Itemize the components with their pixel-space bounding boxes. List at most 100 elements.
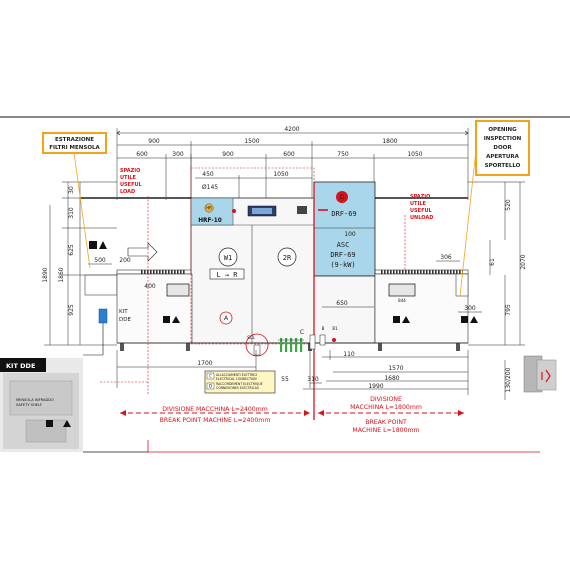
inner-dim-lines xyxy=(88,260,482,313)
legend-raccordement: RACCORDEMENT ELECTRIQUE xyxy=(216,382,263,386)
two-r-circle xyxy=(277,247,297,267)
dim-600-a: 600 xyxy=(136,151,148,158)
opening-leader xyxy=(459,149,477,297)
display-right xyxy=(388,283,416,297)
dim-200: 200 xyxy=(119,257,131,264)
dim-300-right: 300 xyxy=(464,305,476,312)
legend-c: C xyxy=(209,374,212,379)
dim-55: 55 xyxy=(281,376,289,383)
legend-electrical: ELECTRICAL CONNECTION xyxy=(216,377,257,381)
drain-connections xyxy=(309,334,336,350)
dim-1890: 1890 xyxy=(42,267,49,282)
dim-61: 61 xyxy=(489,258,496,266)
drf-power-label: (9-kW) xyxy=(330,261,355,269)
dim-1680: 1680 xyxy=(384,375,399,382)
dim-110: 110 xyxy=(343,351,355,358)
useful-unload-line3: USEFUL xyxy=(410,208,433,214)
division-right-it-1: DIVISIONE xyxy=(370,396,402,403)
division-right-en-1: BREAK POINT xyxy=(365,419,407,426)
dim-30: 30 xyxy=(68,186,75,194)
kit-dde-label-2: DDE xyxy=(119,317,131,323)
opening-line1: OPENING xyxy=(488,127,517,133)
dim-795: 795 xyxy=(505,304,512,316)
w1-label: W1 xyxy=(224,254,232,262)
scl-circle xyxy=(245,333,269,357)
kit-dde-photo-panel xyxy=(0,358,83,452)
scl-label: SCL xyxy=(247,335,255,340)
dim-1800-top: 1800 xyxy=(382,138,397,145)
dim-300-a: 300 xyxy=(172,151,184,158)
safety-icons-mid xyxy=(163,316,410,323)
estrazione-line1: ESTRAZIONE xyxy=(55,137,94,143)
kit-dde-shelf-it: MENSOLA INFRADDO xyxy=(16,398,54,402)
connections-legend-box xyxy=(204,370,276,394)
dim-310-bottom: 310 xyxy=(307,376,319,383)
kit-dde-label: KIT xyxy=(119,309,128,315)
dim-625: 625 xyxy=(68,244,75,256)
direction-label: L → R xyxy=(216,271,238,279)
display-left xyxy=(166,283,190,297)
w1-circle xyxy=(218,247,238,267)
useful-unload-line1: SPAZIO xyxy=(410,194,430,200)
top-dimension-lines xyxy=(117,128,468,200)
division-right-en-2: MACHINE L=1800mm xyxy=(352,427,419,434)
kit-dde-shelf-en: SAFETY SHELF xyxy=(16,403,42,407)
foot-detail-photo xyxy=(523,355,557,393)
overall-width-dim: 4200 xyxy=(284,126,299,133)
right-dimension-lines xyxy=(468,181,525,400)
dim-100: 100 xyxy=(344,231,356,238)
drf-lower-label: DRF-69 xyxy=(330,251,355,259)
useful-load-line1: SPAZIO xyxy=(120,168,140,174)
dim-1990: 1990 xyxy=(368,383,383,390)
dim-310: 310 xyxy=(68,207,75,219)
dim-520: 520 xyxy=(505,199,512,211)
division-right-it-2: MACCHINA L=1800mm xyxy=(350,404,422,411)
useful-unload-line4: UNLOAD xyxy=(410,215,433,221)
dim-1570: 1570 xyxy=(388,365,403,372)
safety-icons-left xyxy=(89,241,107,249)
dim-diameter: Ø145 xyxy=(202,184,218,191)
estrazione-line2: FILTRI MENSOLA xyxy=(49,145,100,151)
badge-d-text: D xyxy=(340,194,345,201)
dim-600-b: 600 xyxy=(283,151,295,158)
electrical-connection-points xyxy=(278,338,304,352)
opening-line2: INSPECTION xyxy=(484,136,522,142)
opening-callout-box xyxy=(475,120,530,176)
safety-icons-right xyxy=(461,316,478,323)
bottom-red-frame xyxy=(147,440,540,453)
useful-load-line3: USEFUL xyxy=(120,182,143,188)
marker-a: A xyxy=(224,315,229,322)
legend-d: D xyxy=(209,384,212,389)
useful-load-line4: LOAD xyxy=(120,189,135,195)
dim-450: 450 xyxy=(202,171,214,178)
marker-b: B xyxy=(322,326,325,331)
useful-load-line2: UTILE xyxy=(120,175,137,181)
marker-a-circle xyxy=(219,311,233,325)
dim-900-top: 900 xyxy=(148,138,160,145)
division-left-en: BREAK POINT MACHINE L=2400mm xyxy=(160,417,271,424)
dim-1050-mid: 1050 xyxy=(273,171,288,178)
estrazione-callout-box xyxy=(42,132,107,154)
drf-upper-label: DRF-69 xyxy=(331,210,356,218)
dim-1860: 1860 xyxy=(58,267,65,282)
load-arrow-icon xyxy=(127,242,158,262)
connection-valve-icon xyxy=(253,344,261,356)
bottom-dimension-lines xyxy=(116,350,469,395)
display-right-value: 844 xyxy=(398,298,406,303)
division-left-it: DIVISIONE MACCHINA L=2400mm xyxy=(162,406,268,413)
direction-box xyxy=(209,268,245,280)
dim-306: 306 xyxy=(440,254,452,261)
hr-badge-text: HR xyxy=(206,206,212,211)
dim-1050-top: 1050 xyxy=(407,151,422,158)
asc-label: ASC xyxy=(337,241,350,249)
marker-b1: B1 xyxy=(332,326,338,331)
opening-line3: DOOR xyxy=(493,145,512,151)
useful-unload-line2: UTILE xyxy=(410,201,427,207)
hrf-label: HRF-10 xyxy=(198,218,222,224)
legend-allacciamenti: ALLACCIAMENTI ELETTRICI xyxy=(216,373,257,377)
dim-1500-top: 1500 xyxy=(244,138,259,145)
estrazione-leader xyxy=(73,152,91,269)
two-r-label: 2R xyxy=(283,254,292,262)
dim-130-200: 130/200 xyxy=(505,367,512,392)
